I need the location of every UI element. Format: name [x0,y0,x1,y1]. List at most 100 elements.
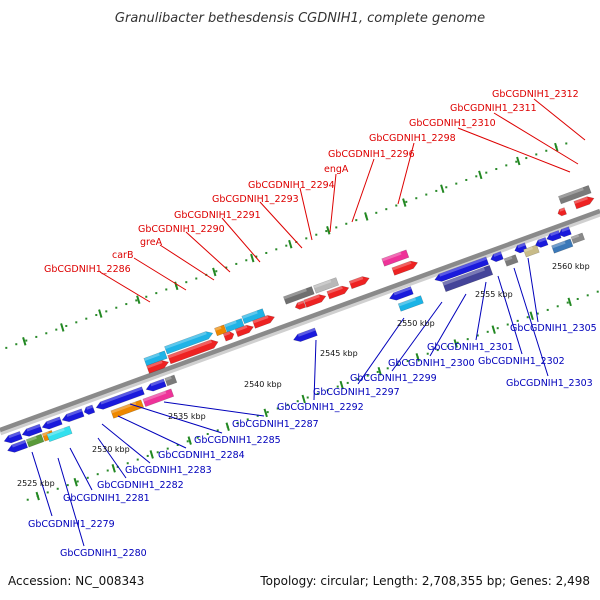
guide-dot [265,251,268,254]
gene-label[interactable]: GbCGDNIH1_2292 [277,402,364,413]
gene-label[interactable]: engA [324,164,349,175]
gene-label[interactable]: GbCGDNIH1_2286 [44,264,131,275]
guide-tick [491,325,496,334]
label-leader-line [99,271,151,303]
gene-label[interactable]: GbCGDNIH1_2296 [328,149,415,160]
gene-label[interactable]: GbCGDNIH1_2282 [97,480,184,491]
gene-feature[interactable] [503,254,519,267]
gene-label[interactable]: GbCGDNIH1_2302 [478,356,565,367]
gene-feature[interactable] [164,374,178,387]
gene-label[interactable]: carB [112,250,133,261]
gene-label[interactable]: GbCGDNIH1_2281 [63,493,150,504]
gene-label[interactable]: GbCGDNIH1_2298 [369,133,456,144]
gene-label[interactable]: GbCGDNIH1_2299 [350,373,437,384]
gene-feature[interactable] [164,329,214,355]
gene-label[interactable]: GbCGDNIH1_2287 [232,419,319,430]
gene-feature[interactable] [391,259,419,276]
gene-feature[interactable] [214,324,227,337]
guide-tick [98,309,103,318]
gene-feature[interactable] [222,330,235,342]
guide-dot [465,178,468,181]
gene-feature[interactable] [545,230,562,242]
gene-feature[interactable] [294,300,307,311]
gene-label[interactable]: GbCGDNIH1_2293 [212,194,299,205]
gene-feature[interactable] [146,358,170,374]
gene-feature[interactable] [61,408,85,424]
gene-feature[interactable] [313,277,340,294]
gene-feature[interactable] [489,251,504,264]
gene-feature[interactable] [534,237,549,249]
guide-dot [506,323,509,326]
guide-dot [565,142,568,145]
gene-feature[interactable] [348,274,371,290]
gene-feature[interactable] [110,399,144,419]
gene-label[interactable]: GbCGDNIH1_2291 [174,210,261,221]
gene-feature[interactable] [326,284,350,300]
gene-label[interactable]: GbCGDNIH1_2311 [450,103,537,114]
gene-feature[interactable] [95,386,145,412]
gene-feature[interactable] [303,292,327,308]
gene-feature[interactable] [21,423,43,438]
gene-feature[interactable] [557,226,572,239]
gene-label[interactable]: GbCGDNIH1_2301 [427,342,514,353]
guide-dot [336,385,339,388]
guide-dot [275,248,278,251]
gene-feature[interactable] [25,433,45,448]
label-leader-line [493,112,579,165]
gene-feature[interactable] [570,232,585,244]
label-leader-line [159,244,215,281]
gene-label[interactable]: greA [140,237,163,248]
guide-tick [263,408,268,418]
gene-feature[interactable] [241,308,266,325]
gene-label[interactable]: GbCGDNIH1_2290 [138,224,225,235]
gene-label[interactable]: GbCGDNIH1_2280 [60,548,147,559]
guide-dot [35,335,38,338]
gene-feature[interactable] [3,431,23,445]
gene-label[interactable]: GbCGDNIH1_2284 [158,450,245,461]
gene-feature[interactable] [557,207,567,217]
gene-feature[interactable] [83,404,96,416]
gene-feature[interactable] [573,195,596,210]
guide-tick [415,353,420,362]
guide-dot [195,277,198,280]
gene-feature[interactable] [46,425,73,443]
guide-dot [525,157,528,160]
gene-label[interactable]: GbCGDNIH1_2303 [506,378,593,389]
gene-feature[interactable] [145,378,167,393]
guide-dot [346,381,349,384]
gene-label[interactable]: GbCGDNIH1_2285 [194,435,281,446]
guide-dot [65,324,68,327]
gene-feature[interactable] [252,313,276,329]
gene-label[interactable]: GbCGDNIH1_2300 [388,358,475,369]
gene-feature[interactable] [142,388,175,407]
guide-dot [445,186,448,189]
gene-feature[interactable] [388,286,414,303]
guide-dot [515,160,518,163]
gene-feature[interactable] [41,416,63,431]
gene-label[interactable]: GbCGDNIH1_2312 [492,89,579,100]
gene-feature[interactable] [234,323,255,338]
gene-feature[interactable] [442,264,494,293]
gene-label[interactable]: GbCGDNIH1_2279 [28,519,115,530]
gene-label[interactable]: GbCGDNIH1_2283 [125,465,212,476]
gene-feature[interactable] [523,244,540,258]
gene-feature[interactable] [551,238,574,254]
gene-feature[interactable] [224,318,245,333]
gene-label[interactable]: GbCGDNIH1_2297 [313,387,400,398]
gene-feature[interactable] [283,286,315,305]
gene-feature[interactable] [6,439,29,454]
guide-dot [5,346,8,349]
guide-dot [115,306,118,309]
gene-label[interactable]: GbCGDNIH1_2305 [510,323,597,334]
gene-feature[interactable] [558,185,592,205]
gene-feature[interactable] [433,256,490,284]
gene-feature[interactable] [167,338,220,365]
gene-label[interactable]: GbCGDNIH1_2310 [409,118,496,129]
gene-feature[interactable] [381,249,410,267]
gene-feature[interactable] [292,327,318,344]
gene-feature[interactable] [397,295,424,312]
guide-tick [478,170,483,180]
gene-feature[interactable] [143,350,168,367]
guide-tick [250,253,255,263]
gene-label[interactable]: GbCGDNIH1_2294 [248,180,335,191]
